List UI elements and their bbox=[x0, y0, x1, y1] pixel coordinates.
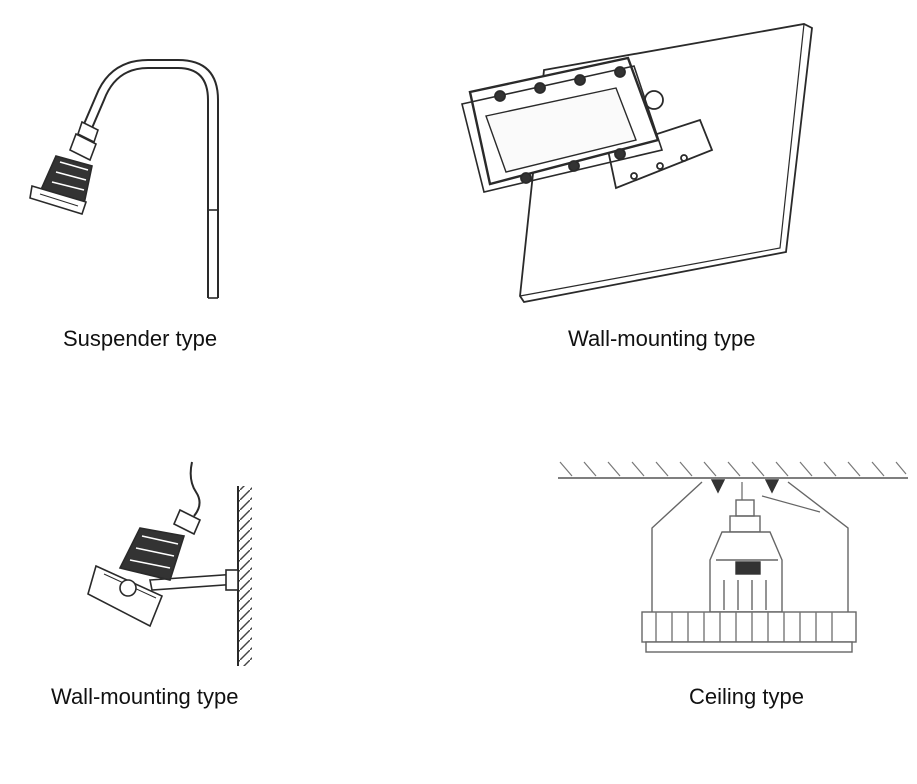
suspender-type-caption: Suspender type bbox=[63, 326, 218, 351]
ceiling-type-caption: Ceiling type bbox=[689, 684, 804, 709]
floodlight-wall-illustration bbox=[461, 23, 813, 303]
suspender-lamp-illustration bbox=[29, 59, 219, 299]
bracket-wall-mounting-caption: Wall-mounting type bbox=[51, 684, 239, 709]
floodlight-wall-mounting-caption: Wall-mounting type bbox=[568, 326, 756, 351]
bracket-lamp-wall-illustration bbox=[87, 461, 252, 666]
ceiling-lamp-illustration bbox=[558, 461, 908, 653]
